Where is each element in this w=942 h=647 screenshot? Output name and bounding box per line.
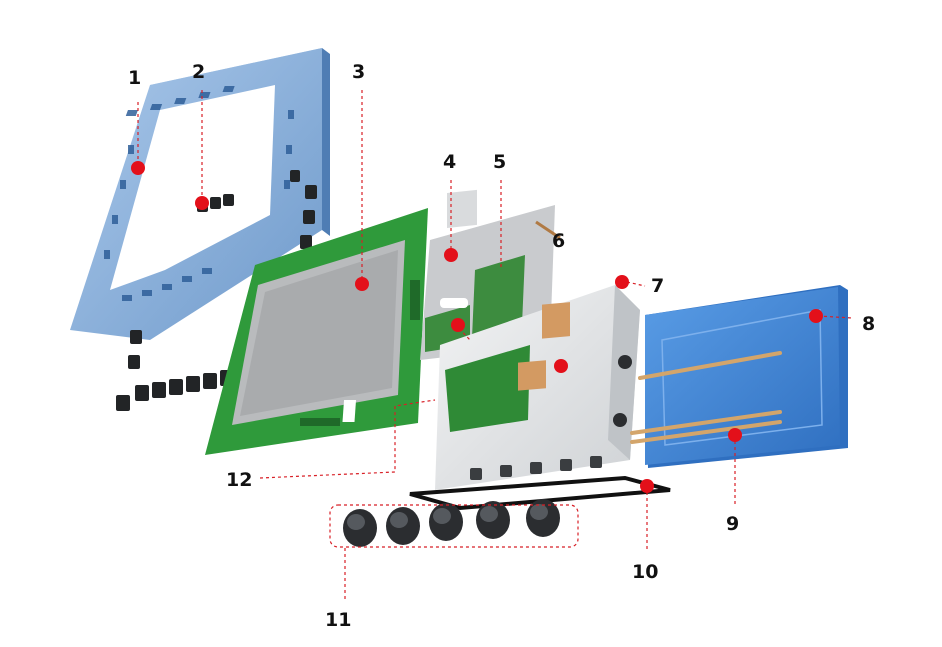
callout-1: 1 — [128, 67, 141, 89]
callout-2: 2 — [192, 61, 205, 83]
heat-pipes — [630, 351, 782, 444]
callout-11: 11 — [325, 609, 351, 631]
marker-6 — [554, 359, 568, 373]
marker-8 — [809, 309, 823, 323]
marker-4 — [444, 248, 458, 262]
callout-8: 8 — [862, 313, 875, 335]
display-pcb-assembly — [205, 208, 428, 455]
marker-10 — [640, 479, 654, 493]
callout-labels: 1 2 3 4 5 6 7 8 9 10 11 12 — [128, 61, 875, 631]
marker-3 — [355, 277, 369, 291]
callout-12: 12 — [226, 469, 252, 491]
callout-7: 7 — [651, 275, 664, 297]
callout-4: 4 — [443, 151, 456, 173]
rear-chassis — [435, 285, 640, 490]
circular-connectors — [329, 499, 579, 548]
marker-7 — [615, 275, 629, 289]
marker-2 — [195, 196, 209, 210]
callout-5: 5 — [493, 151, 506, 173]
callout-10: 10 — [632, 561, 658, 583]
marker-5 — [451, 318, 465, 332]
callout-3: 3 — [352, 61, 365, 83]
callout-9: 9 — [726, 513, 739, 535]
marker-1 — [131, 161, 145, 175]
callout-markers — [131, 161, 823, 493]
callout-leaders — [137, 90, 853, 600]
marker-9 — [728, 428, 742, 442]
callout-6: 6 — [552, 230, 565, 252]
